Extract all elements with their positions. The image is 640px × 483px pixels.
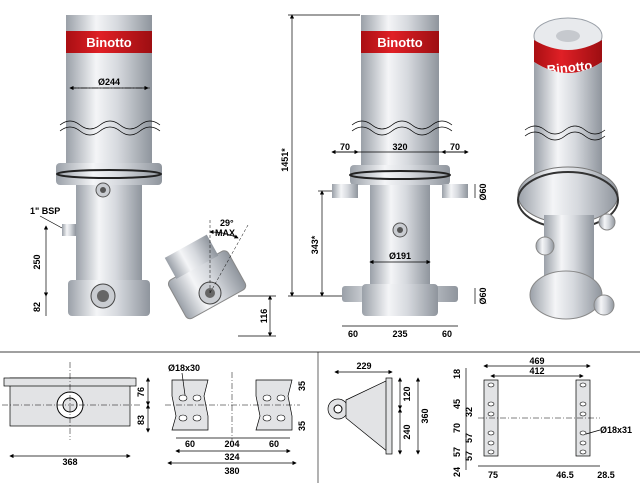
dim-32: 32 (464, 407, 474, 417)
dim-pin-top: Ø60 (478, 183, 488, 200)
collar (56, 163, 162, 185)
dim-70-left: 70 (340, 142, 350, 152)
brand-band (66, 31, 152, 53)
dim-57a: 57 (464, 433, 474, 443)
bsp-label: 1" BSP (30, 206, 60, 216)
dim-76: 76 (136, 387, 146, 397)
tilt-max: MAX (215, 228, 235, 238)
dim-82: 82 (32, 302, 42, 312)
plate-hole-label: Ø18x30 (168, 363, 200, 373)
dim-240: 240 (402, 424, 412, 439)
dim-343: 343* (310, 235, 320, 254)
dim-70b: 70 (452, 423, 462, 433)
dim-469: 469 (529, 356, 544, 366)
dim-60-l: 60 (185, 439, 195, 449)
tilt-angle: 29° (220, 218, 234, 228)
dim-35-top: 35 (297, 381, 307, 391)
dim-1451: 1451* (280, 148, 290, 172)
dim-diameter-244: Ø244 (98, 77, 120, 87)
stage-2 (76, 185, 142, 285)
dim-46-5: 46.5 (556, 470, 574, 480)
dim-368: 368 (62, 457, 77, 467)
bracket-b: 229 120 240 360 (327, 361, 430, 455)
pattern-hole-label: Ø18x31 (600, 425, 632, 435)
break-line (59, 120, 161, 130)
dim-28-5: 28.5 (597, 470, 615, 480)
dim-229: 229 (356, 361, 371, 371)
plates: Ø18x30 35 35 60 204 60 324 380 (165, 363, 307, 476)
dim-116: 116 (259, 309, 269, 324)
dim-83: 83 (136, 415, 146, 425)
dim-412: 412 (529, 366, 544, 376)
dim-60-bl: 60 (348, 329, 358, 339)
top-cap (66, 15, 152, 31)
outer-tube (66, 53, 152, 171)
brand-label-2: Binotto (377, 35, 423, 50)
tilt-detail: 29° MAX 116 (164, 218, 276, 337)
dim-60-r: 60 (269, 439, 279, 449)
dim-204: 204 (224, 439, 239, 449)
dim-235: 235 (392, 329, 407, 339)
dim-360: 360 (420, 408, 430, 423)
dim-380: 380 (224, 466, 239, 476)
brand-label-1: Binotto (86, 35, 132, 50)
dim-250: 250 (32, 254, 42, 269)
dim-18: 18 (452, 369, 462, 379)
dim-120: 120 (402, 386, 412, 401)
dim-35-bottom: 35 (297, 421, 307, 431)
dim-324: 324 (224, 452, 239, 462)
dim-45: 45 (452, 399, 462, 409)
dim-57b: 57 (452, 447, 462, 457)
isometric-view: Binotto (517, 17, 619, 320)
plate-pattern: 469 412 18 45 32 70 57 57 57 24 75 46.5 … (452, 356, 632, 480)
dim-pin-bottom: Ø60 (478, 287, 488, 304)
dim-57c: 57 (464, 451, 474, 461)
front-view: Binotto 1451* 343* 70 320 70 Ø60 Ø191 Ø6… (280, 14, 488, 339)
dim-60-br: 60 (442, 329, 452, 339)
dim-75: 75 (488, 470, 498, 480)
side-view: Binotto Ø244 1" BSP 250 82 (30, 15, 162, 316)
bracket-a: 368 76 83 (2, 362, 151, 467)
dim-70-right: 70 (450, 142, 460, 152)
bsp-port (62, 224, 76, 236)
dim-191: Ø191 (389, 251, 411, 261)
dim-320: 320 (392, 142, 407, 152)
dim-24: 24 (452, 467, 462, 477)
